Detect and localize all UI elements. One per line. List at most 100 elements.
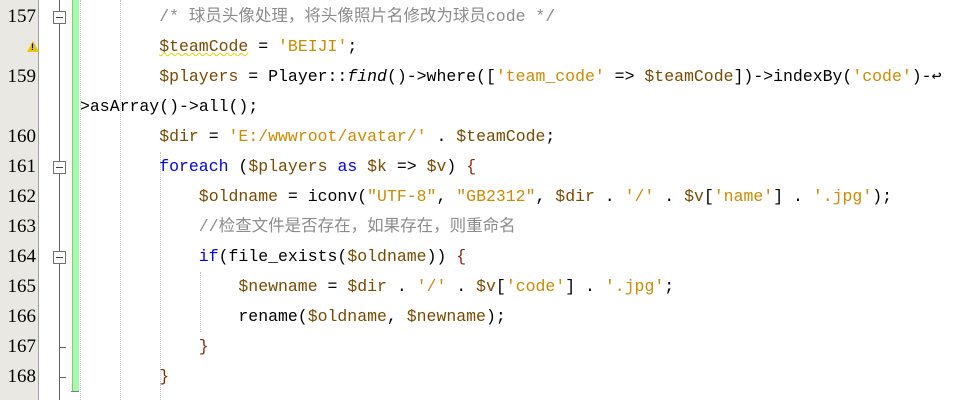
code-comment: /* 球员头像处理，将头像照片名修改为球员code */ [159, 7, 556, 26]
code-token: , [386, 307, 407, 326]
fold-toggle-icon[interactable] [53, 11, 66, 24]
code-token: . [426, 127, 457, 146]
change-marker-end [71, 391, 79, 392]
code-line[interactable]: } [199, 332, 209, 362]
code-string: 'code' [852, 67, 912, 86]
code-line[interactable]: //检查文件是否存在，如果存在，则重命名 [199, 212, 516, 242]
fold-end-marker [59, 347, 66, 348]
line-number [0, 92, 36, 122]
code-variable: $v [476, 277, 496, 296]
fold-toggle-icon[interactable] [53, 251, 66, 264]
code-variable: $players [159, 67, 239, 86]
code-token: ] . [773, 187, 813, 206]
warning-icon[interactable] [27, 41, 39, 52]
code-line[interactable]: $players = Player::find()->where(['team_… [159, 62, 941, 92]
code-variable: $dir [555, 187, 595, 206]
line-number: 167 [7, 336, 37, 357]
code-line[interactable]: } [159, 362, 169, 392]
code-token: ()->where([ [386, 67, 496, 86]
code-token: ; [664, 277, 675, 296]
code-token: find [347, 67, 387, 86]
code-string: '.jpg' [604, 277, 665, 296]
line-number: 161 [7, 156, 37, 177]
code-token: = Player:: [238, 67, 348, 86]
line-number: 168 [7, 366, 37, 387]
code-token: . [594, 187, 625, 206]
code-token: >asArray()->all(); [80, 97, 259, 116]
code-line[interactable]: >asArray()->all(); [80, 92, 258, 122]
indent-guide [120, 0, 121, 400]
code-variable: $teamCode [159, 37, 249, 56]
code-variable: $teamCode [644, 67, 734, 86]
line-number: 162 [7, 186, 37, 207]
code-token: ↩ [931, 67, 942, 86]
line-number: 165 [7, 276, 37, 297]
code-token: => [604, 67, 645, 86]
fold-end-marker [59, 377, 66, 378]
code-variable: $players [248, 157, 328, 176]
code-token: ])->indexBy( [733, 67, 853, 86]
code-token: { [466, 157, 477, 176]
code-line[interactable]: foreach ($players as $k => $v) { [159, 152, 476, 182]
code-line[interactable]: $teamCode = 'BEIJI'; [159, 32, 357, 62]
code-token: => [386, 157, 427, 176]
code-token: ; [347, 37, 358, 56]
code-string: 'BEIJI' [278, 37, 348, 56]
code-token: rename( [238, 307, 308, 326]
code-token [357, 157, 367, 176]
code-line[interactable]: $dir = 'E:/wwwroot/avatar/' . $teamCode; [159, 122, 555, 152]
code-token: ); [872, 187, 893, 206]
code-token: ); [485, 307, 506, 326]
code-token: { [456, 247, 467, 266]
code-token: = iconv( [278, 187, 368, 206]
code-variable: $k [367, 157, 387, 176]
line-number: 163 [7, 216, 37, 237]
code-string: '/' [416, 277, 447, 296]
code-token: )- [911, 67, 932, 86]
code-variable: $oldname [198, 187, 279, 206]
code-string: '/' [624, 187, 655, 206]
code-string: "UTF-8" [367, 187, 437, 206]
code-line[interactable]: if(file_exists($oldname)) { [199, 242, 466, 272]
change-marker-bar [72, 0, 79, 392]
code-comment: //检查文件是否存在，如果存在，则重命名 [198, 217, 516, 236]
code-token: [ [703, 187, 714, 206]
code-token: = [317, 277, 348, 296]
line-number: 159 [7, 66, 37, 87]
code-keyword: if [198, 247, 219, 266]
code-variable: $dir [159, 127, 199, 146]
code-line[interactable]: /* 球员头像处理，将头像照片名修改为球员code */ [159, 2, 555, 32]
code-line[interactable]: $oldname = iconv("UTF-8", "GB2312", $dir… [199, 182, 892, 212]
code-token: . [446, 277, 477, 296]
code-string: "GB2312" [456, 187, 536, 206]
code-string: 'name' [713, 187, 774, 206]
line-number: 160 [7, 126, 37, 147]
code-token [328, 157, 338, 176]
code-token: (file_exists( [218, 247, 348, 266]
code-string: '.jpg' [812, 187, 873, 206]
code-token: ( [228, 157, 249, 176]
code-token: , [535, 187, 556, 206]
code-token: } [198, 337, 209, 356]
line-number: 157 [7, 6, 37, 27]
indent-guide [160, 152, 161, 400]
code-line[interactable]: $newname = $dir . '/' . $v['code'] . '.j… [238, 272, 674, 302]
line-number: 166 [7, 306, 37, 327]
code-token: = [248, 37, 279, 56]
code-token: . [386, 277, 417, 296]
code-token: = [198, 127, 229, 146]
code-string: 'E:/wwwroot/avatar/' [228, 127, 427, 146]
code-token: )) [426, 247, 457, 266]
code-token: ) [446, 157, 467, 176]
code-variable: $oldname [307, 307, 387, 326]
fold-toggle-icon[interactable] [53, 161, 66, 174]
code-string: 'code' [505, 277, 566, 296]
code-line[interactable]: rename($oldname, $newname); [238, 302, 505, 332]
code-token: , [436, 187, 457, 206]
indent-guide [80, 0, 81, 400]
code-variable: $newname [238, 277, 318, 296]
code-keyword: as [337, 157, 358, 176]
code-token: ] . [565, 277, 605, 296]
code-token: ; [545, 127, 556, 146]
